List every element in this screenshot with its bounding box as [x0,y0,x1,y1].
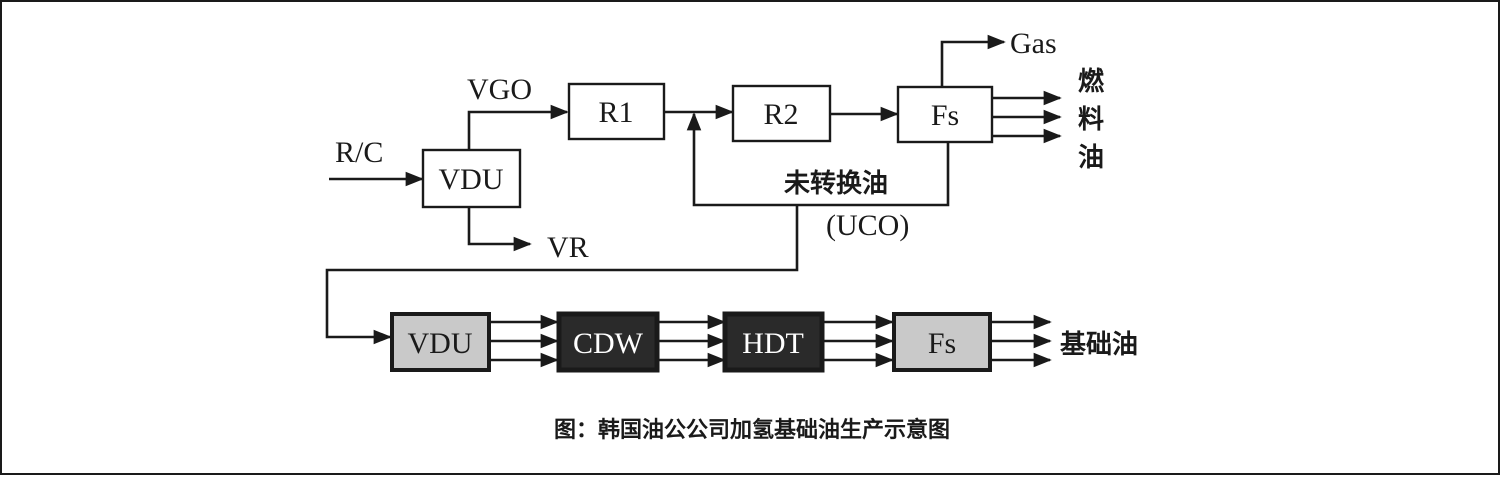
r2-label: R2 [763,98,798,131]
uco-to-lower-line [325,205,799,345]
vr-line [467,207,532,252]
recycle-uco-line [686,112,950,207]
fs-label-lower: Fs [928,327,956,360]
unconverted-oil-label: 未转换油 [784,169,888,199]
gas-line [940,34,1006,87]
vdu-box-upper [421,148,522,209]
fs-label-upper: Fs [931,99,959,132]
uco-label: (UCO) [826,209,909,242]
hdt-box [722,311,825,373]
fuel-oil-char-1: 燃 [1078,67,1105,97]
cdw-box [556,311,660,373]
vr-label: VR [547,231,589,264]
base-oil-label: 基础油 [1060,330,1138,360]
feed-label: R/C [335,136,383,169]
r1-label: R1 [598,96,633,129]
fuel-oil-char-2: 料 [1078,105,1104,135]
hdt-label: HDT [742,327,804,360]
vdu-label-upper: VDU [439,163,504,196]
figure-caption: 图：韩国油公公司加氢基础油生产示意图 [553,418,950,443]
fuel-oil-char-3: 油 [1078,143,1104,173]
vdu-box-lower [390,312,491,372]
r1-box [567,82,666,141]
r2-box [731,84,832,143]
vgo-label: VGO [467,73,532,106]
fs-box-lower [892,312,992,372]
vgo-line [467,104,569,150]
vdu-label-lower: VDU [408,327,473,360]
cdw-label: CDW [573,327,644,360]
fs-box-upper [896,85,994,144]
gas-label: Gas [1010,27,1057,60]
